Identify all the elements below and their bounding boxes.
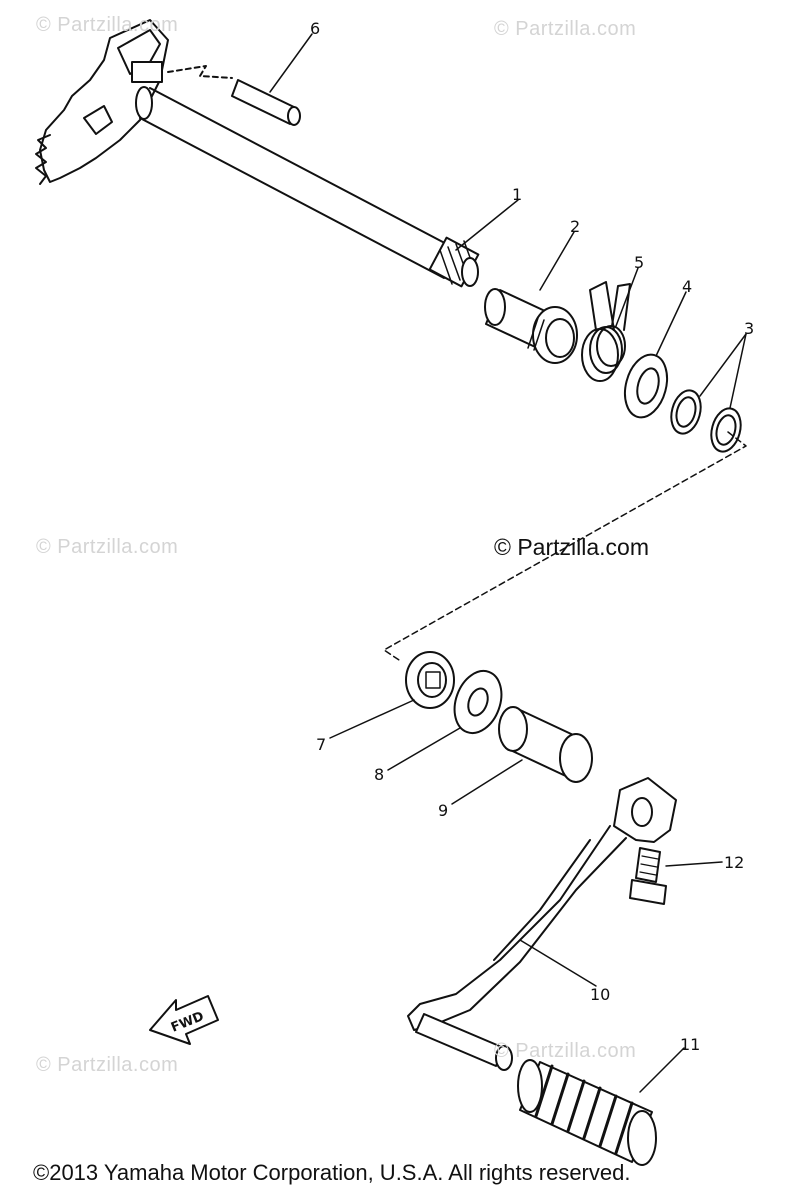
callout-6: 6	[310, 19, 320, 38]
callout-3: 3	[744, 319, 754, 338]
watermark-mid-left: © Partzilla.com	[36, 536, 179, 558]
collar-part-2	[484, 288, 578, 364]
callout-11: 11	[680, 1035, 700, 1054]
watermark-top-left: © Partzilla.com	[36, 14, 179, 36]
callout-9: 9	[438, 801, 448, 820]
pin-part-6	[231, 79, 301, 126]
spring-part-5	[581, 281, 631, 382]
watermark-bottom-center: © Partzilla.com	[494, 1040, 637, 1062]
callout-8: 8	[374, 765, 384, 784]
bolt-part-12	[629, 847, 667, 905]
washer-part-8	[453, 670, 503, 734]
shift-pedal-part-10	[407, 777, 677, 1071]
bushing-part-9	[498, 706, 593, 783]
callout-2: 2	[570, 217, 580, 236]
callout-1: 1	[512, 185, 522, 204]
callout-4: 4	[682, 277, 692, 296]
circlip-part-3	[670, 389, 742, 453]
watermark-top-right: © Partzilla.com	[494, 18, 637, 40]
callout-12: 12	[724, 853, 744, 872]
washer-part-4	[623, 353, 669, 419]
watermark-bottom-left: © Partzilla.com	[36, 1054, 179, 1076]
callout-7: 7	[316, 735, 326, 754]
copyright-notice: ©2013 Yamaha Motor Corporation, U.S.A. A…	[33, 1160, 631, 1185]
oil-seal-part-7	[405, 651, 455, 709]
callout-10: 10	[590, 985, 610, 1004]
pedal-rubber-part-11	[517, 1059, 657, 1166]
watermark-mid-right: © Partzilla.com	[494, 534, 649, 560]
callout-5: 5	[634, 253, 644, 272]
fwd-arrow-icon	[149, 995, 219, 1045]
shift-shaft	[135, 86, 480, 288]
shift-arm	[35, 19, 169, 185]
